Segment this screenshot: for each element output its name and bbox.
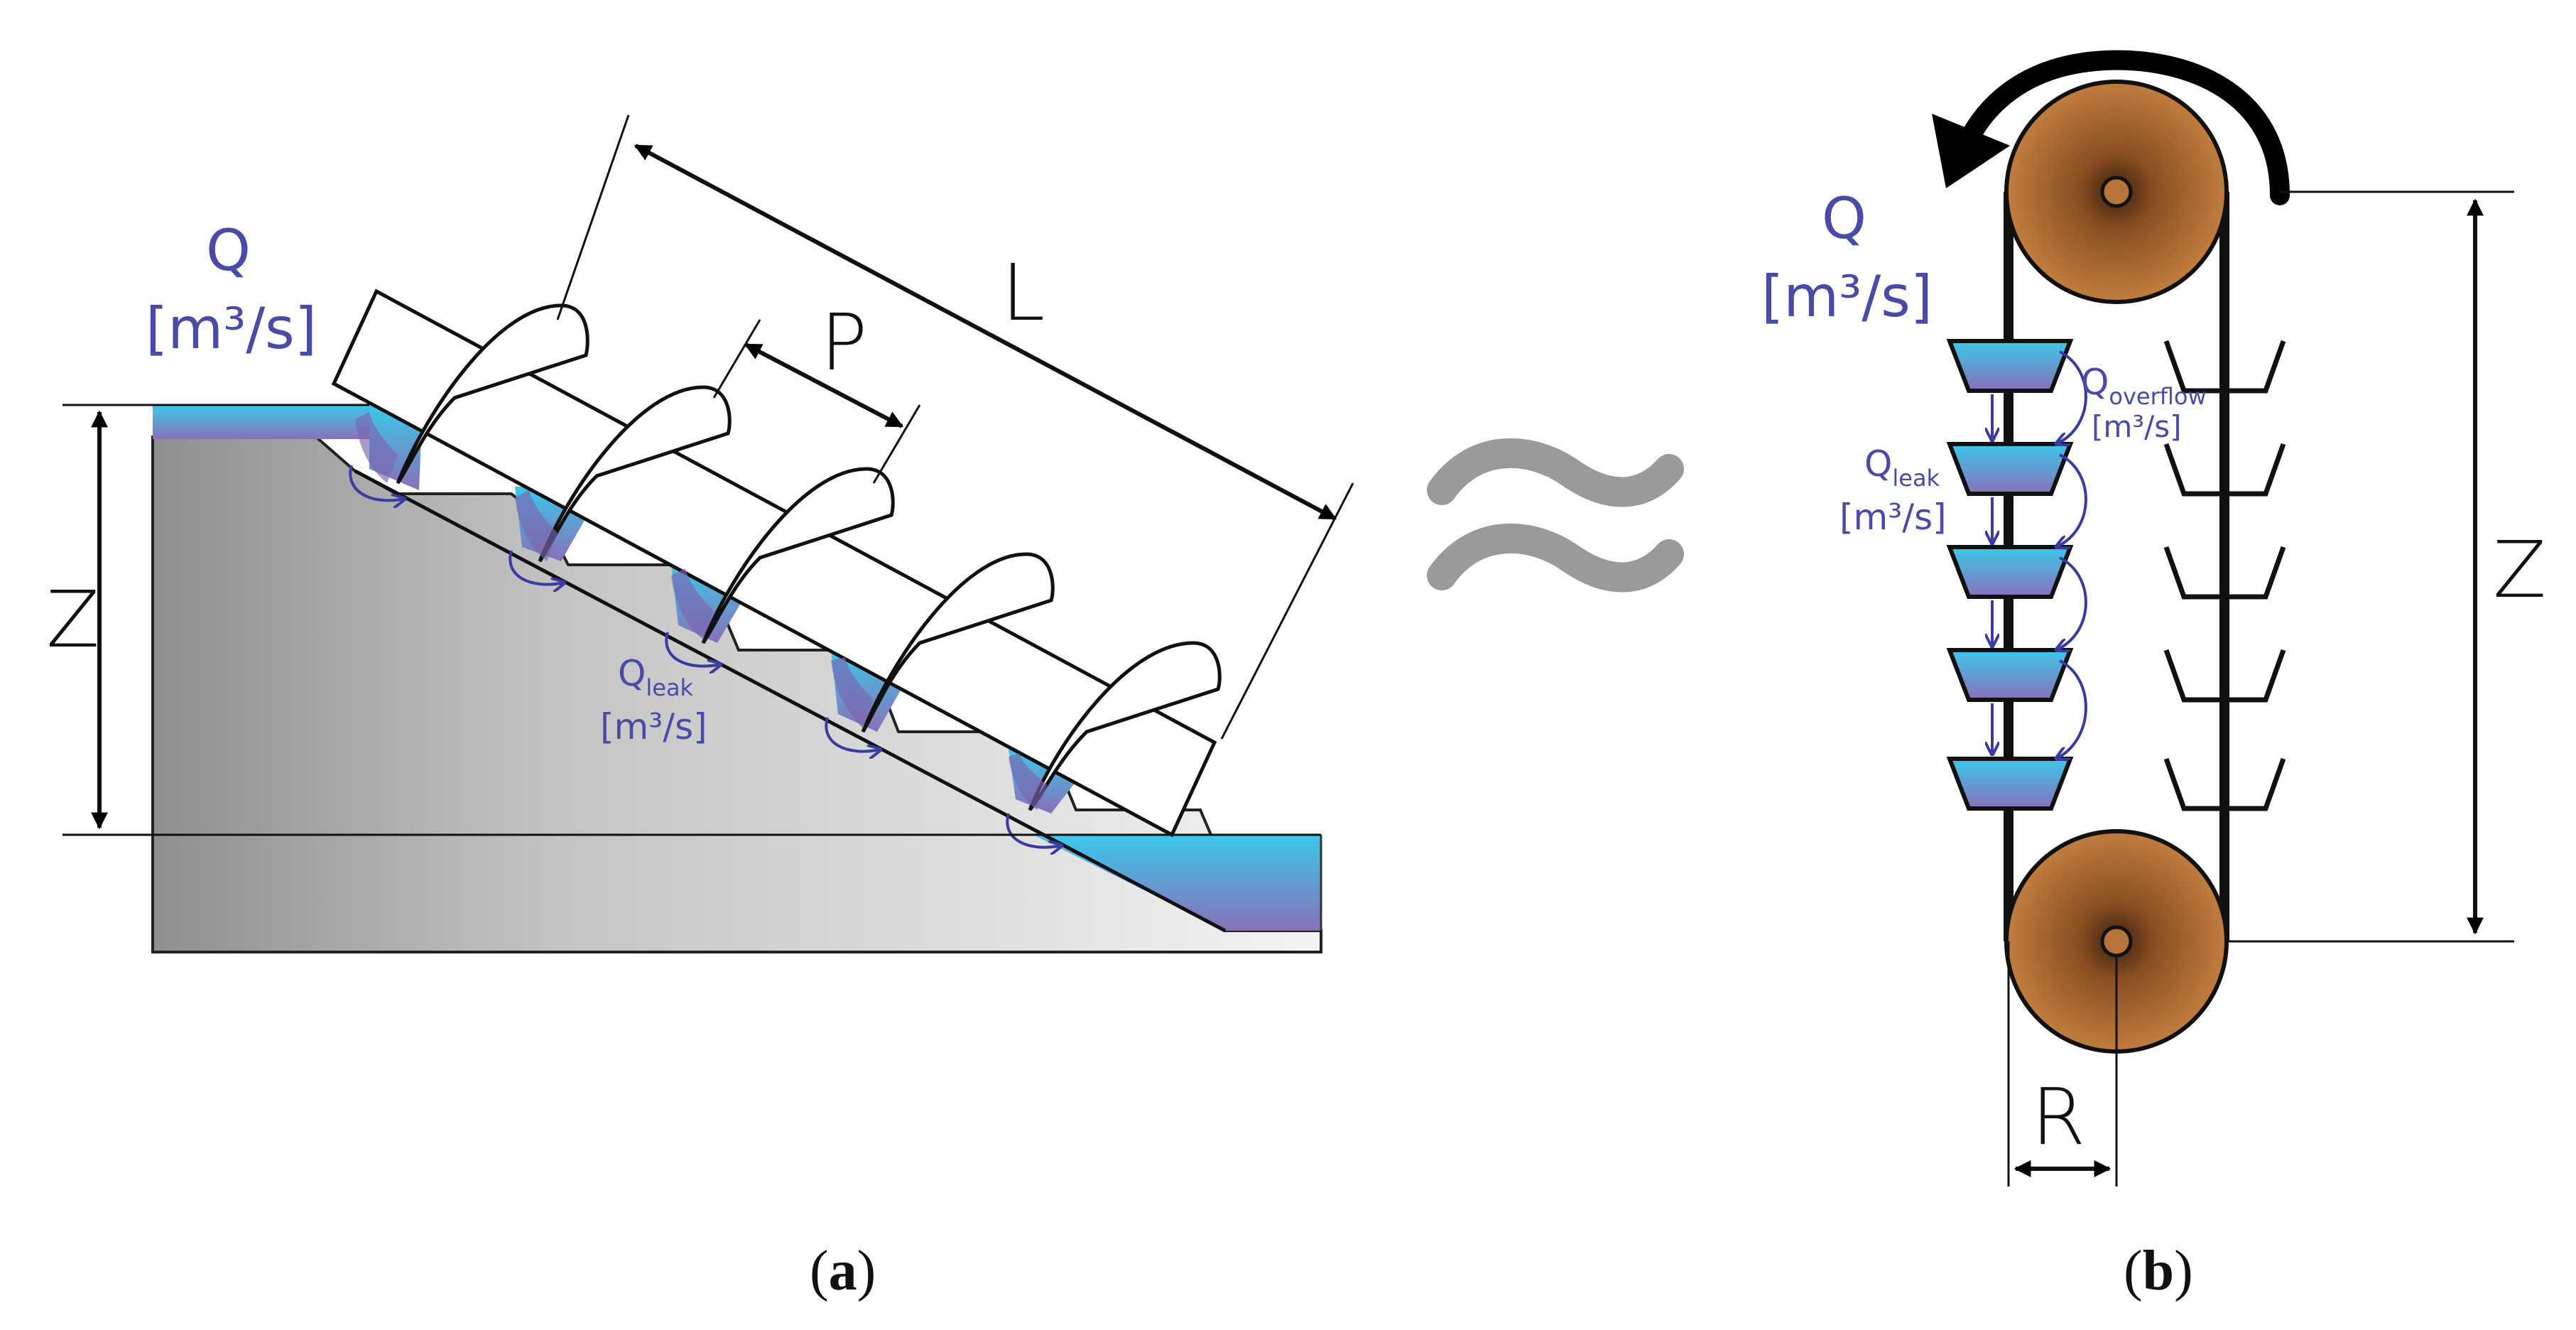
p-label: P xyxy=(820,297,867,388)
q-leak-label-b: Qleak xyxy=(1864,443,1940,492)
bottom-pulley-axle xyxy=(2100,925,2133,958)
q-label-a: Q xyxy=(206,217,251,283)
q-overflow-label: Qoverflow xyxy=(2081,362,2207,410)
q-unit-b: [m³/s] xyxy=(1761,264,1933,330)
flight-5 xyxy=(1028,641,1222,811)
full-bucket-3 xyxy=(1946,545,2074,599)
trough-line xyxy=(354,469,1227,933)
top-pulley-axle xyxy=(2100,175,2133,208)
caption-b-open: ( xyxy=(2124,1240,2143,1302)
leak-arrow-3 xyxy=(665,632,721,666)
approx-wave-bottom xyxy=(1427,524,1684,593)
approx-wave-top xyxy=(1427,438,1684,507)
leak-arrow-5 xyxy=(1006,813,1062,848)
q-leak-unit-b: [m³/s] xyxy=(1839,497,1947,538)
q-overflow-unit: [m³/s] xyxy=(2092,409,2182,444)
empty-bucket-4 xyxy=(2163,649,2286,703)
overflow-b-4 xyxy=(2056,659,2087,759)
full-bucket-4 xyxy=(1946,648,2074,702)
rotation-arrow xyxy=(1957,50,2290,205)
rotation-arrowhead xyxy=(1932,114,2010,188)
q-leak-unit-a: [m³/s] xyxy=(600,706,707,747)
q-leak-sub-a: leak xyxy=(646,674,693,701)
panel-b: Z R Q [m³/s] Qoverflow [m³/s] Qleak [m³/… xyxy=(1761,50,2546,1302)
overflow-arrows-b xyxy=(2056,350,2087,759)
l-ext-top xyxy=(556,114,630,320)
q-leak-letter-a: Q xyxy=(618,653,646,694)
caption-a-letter: a xyxy=(829,1240,857,1302)
empty-buckets xyxy=(2163,340,2286,811)
l-dimension xyxy=(634,144,1337,521)
empty-bucket-5 xyxy=(2163,757,2286,811)
approx-symbol xyxy=(1427,438,1684,593)
z-label-b: Z xyxy=(2493,524,2546,615)
q-leak-letter-b: Q xyxy=(1864,443,1892,485)
leak-arrow-4 xyxy=(825,717,881,752)
overflow-b-2 xyxy=(2056,453,2087,547)
q-leak-label-a: Qleak xyxy=(618,653,694,701)
full-buckets xyxy=(1946,339,2074,811)
empty-bucket-1 xyxy=(2163,340,2286,394)
full-bucket-5 xyxy=(1946,757,2074,811)
p-dimension xyxy=(744,342,904,428)
panel-a: Z L P Q [m³/s] Qleak [m³/s] (a) xyxy=(46,114,1354,1302)
overflow-b-1 xyxy=(2056,350,2087,444)
z-label-a: Z xyxy=(46,574,99,665)
overflow-b-3 xyxy=(2056,556,2087,650)
q-leak-sub-b: leak xyxy=(1892,465,1940,492)
flight-4 xyxy=(861,552,1055,733)
leak-arrows-a xyxy=(349,465,1062,848)
caption-b-close: ) xyxy=(2174,1240,2193,1302)
full-bucket-1 xyxy=(1946,339,2074,393)
p-ext-1 xyxy=(712,319,761,399)
r-label: R xyxy=(2031,1071,2085,1162)
caption-a: (a) xyxy=(810,1240,876,1302)
flight-1 xyxy=(396,303,589,485)
lower-water xyxy=(1033,835,1321,931)
full-bucket-2 xyxy=(1946,442,2074,496)
q-unit-a: [m³/s] xyxy=(146,296,317,362)
q-overflow-letter: Q xyxy=(2081,362,2109,403)
empty-bucket-3 xyxy=(2163,546,2286,600)
p-ext-2 xyxy=(872,404,921,484)
empty-bucket-2 xyxy=(2163,443,2286,497)
caption-b: (b) xyxy=(2124,1240,2193,1302)
leak-arrow-2 xyxy=(509,550,565,585)
caption-a-close: ) xyxy=(857,1240,876,1302)
flight-shadows xyxy=(355,412,1048,810)
leak-arrow-1 xyxy=(349,465,405,500)
q-overflow-sub: overflow xyxy=(2109,383,2206,410)
q-label-b: Q xyxy=(1822,185,1866,252)
caption-a-open: ( xyxy=(810,1240,829,1302)
caption-b-letter: b xyxy=(2143,1240,2175,1302)
l-ext-bottom xyxy=(1220,482,1354,740)
l-label: L xyxy=(1001,247,1045,338)
